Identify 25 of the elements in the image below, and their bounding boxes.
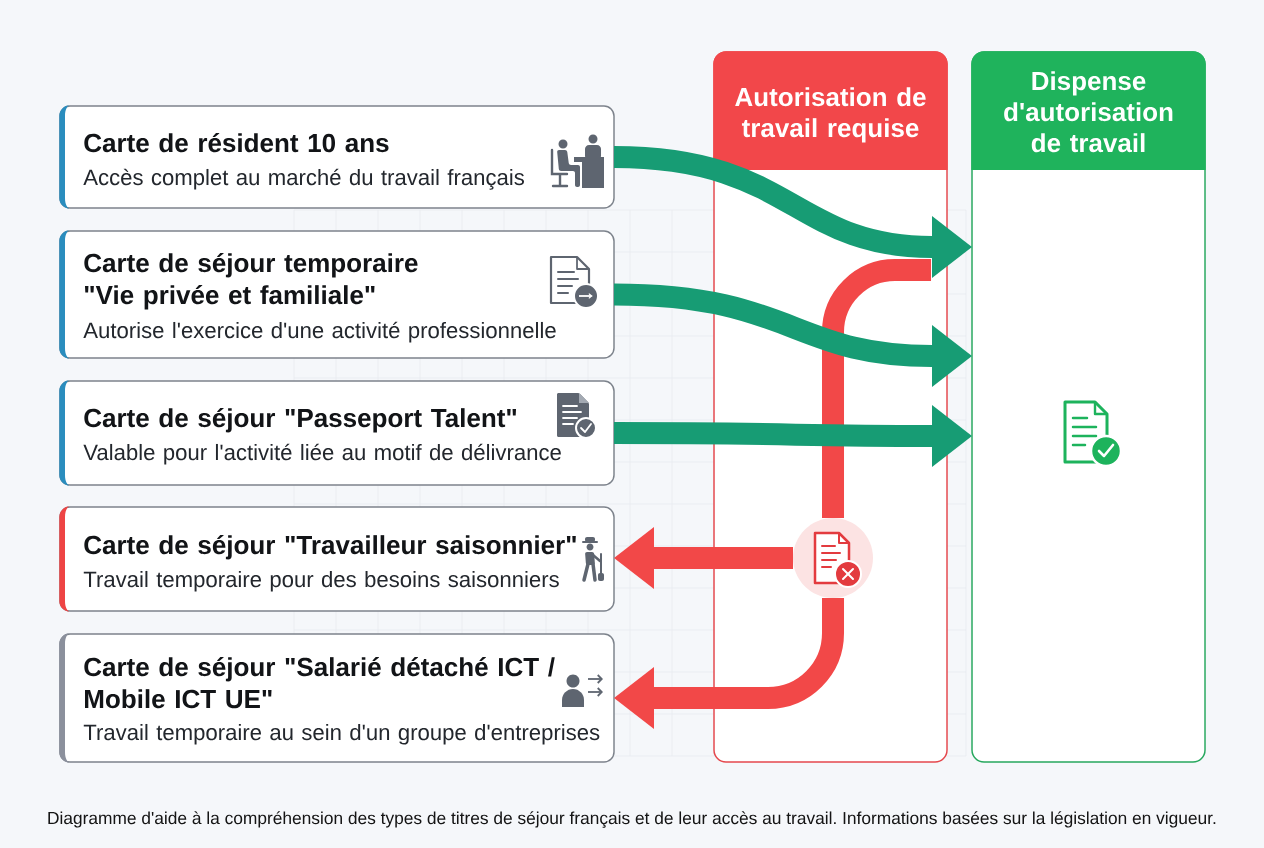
arrow [613,405,972,467]
card [59,506,615,612]
column-panel [971,51,1206,763]
card-description: Accès complet au marché du travail français [83,168,524,190]
column-heading: Dispense d'autorisation de travail [1004,71,1173,153]
card-description: Travail temporaire au sein d'un groupe d'entreprises [83,723,600,745]
card-title: Carte de séjour "Travailleur saisonnier" [84,534,576,560]
document-cross-icon [793,518,873,598]
arrow [613,146,972,278]
card-title: Carte de séjour "Passeport Talent" [84,407,517,433]
card-title: Carte de séjour "Salarié détaché ICT / Mobile ICT UE" [84,656,555,709]
arrow [613,283,972,387]
column-heading: Autorisation de travail requise [735,87,926,143]
caption: Diagramme d'aide à la compréhension des types de titres de séjour français et de leur accès au travail. Informations basées sur la législation en vigueur. [48,811,1216,828]
card-description: Autorise l'exercice d'une activité professionnelle [83,321,556,343]
card [59,380,615,486]
card-title: Carte de séjour temporaire "Vie privée et familiale" [84,252,418,310]
arrow [614,598,844,729]
card [59,633,615,763]
arrow [614,527,793,589]
card [59,230,615,359]
card [59,105,615,209]
card-title: Carte de résident 10 ans [84,132,389,153]
card-description: Valable pour l'activité liée au motif de délivrance [83,443,561,465]
card-description: Travail temporaire pour des besoins saisonniers [83,570,559,592]
